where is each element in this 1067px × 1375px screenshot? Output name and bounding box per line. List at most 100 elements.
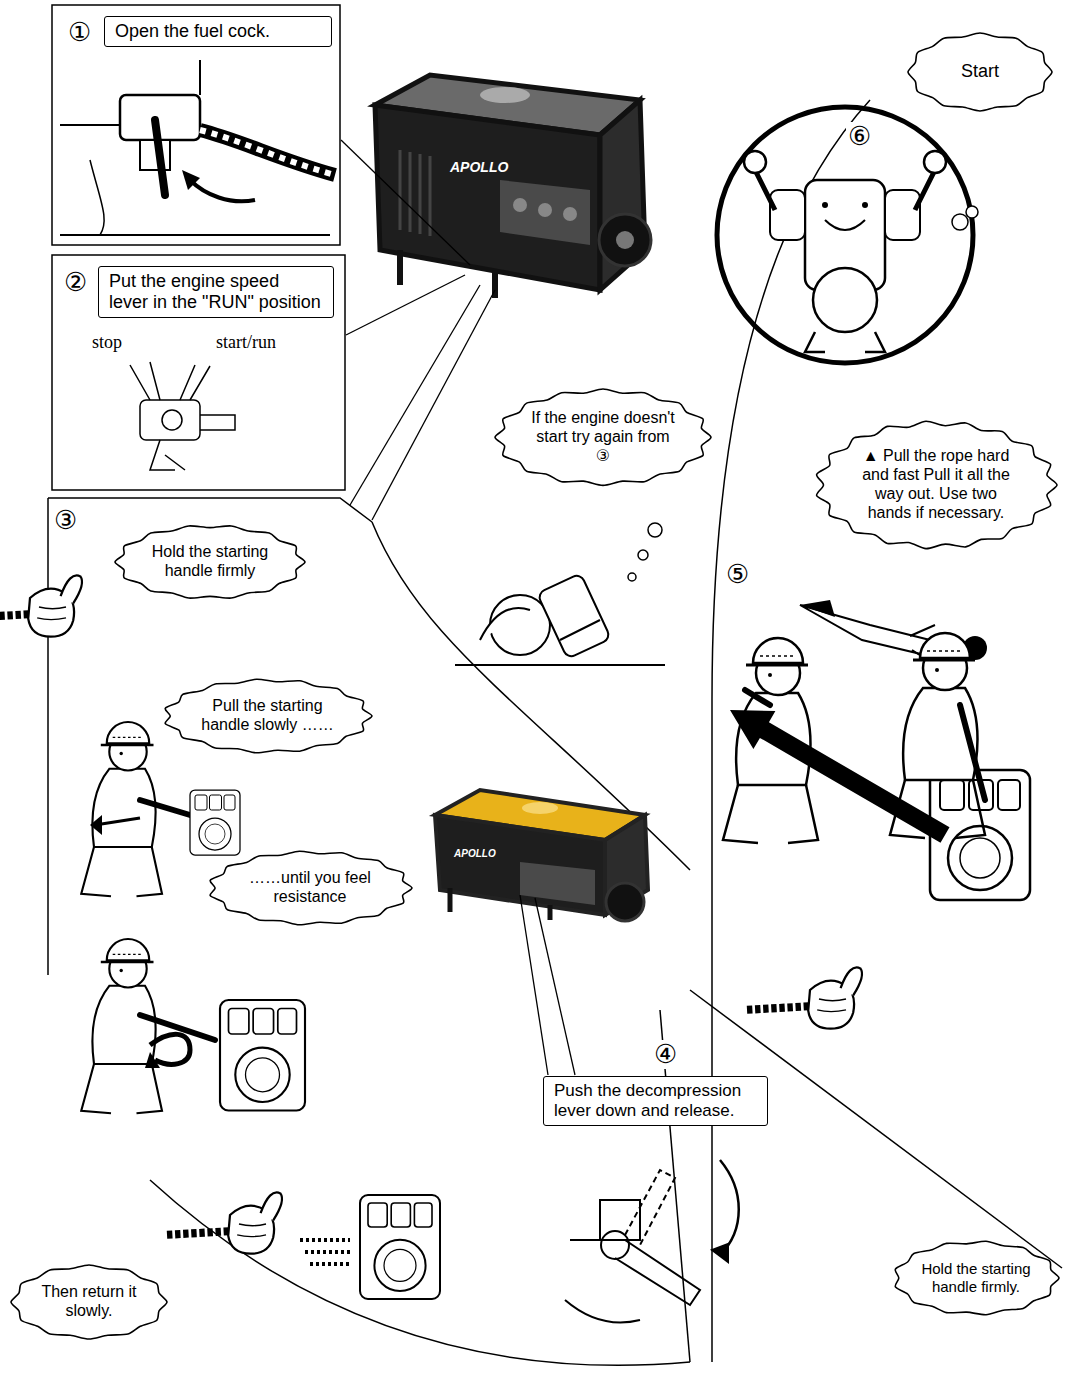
- speech-cloud: Start: [905, 30, 1055, 114]
- start-mascot: [822, 202, 828, 208]
- decompression-lever: [720, 1160, 739, 1255]
- resting-engine: [455, 664, 665, 666]
- engine-drawing: [220, 1000, 305, 1111]
- panel-frame: [48, 5, 1062, 1365]
- leader-line: [372, 290, 495, 520]
- fuel-cock-drawing: [182, 170, 200, 190]
- callout-number: ①: [66, 18, 93, 47]
- callout-number: ②: [62, 268, 89, 297]
- brand-mark: APOLLO: [448, 160, 510, 175]
- instruction-box: Put the engine speed lever in the "RUN" …: [98, 266, 334, 318]
- generator-photo: [599, 214, 651, 266]
- start-mascot: [862, 202, 868, 208]
- leader-line: [520, 895, 548, 1075]
- speech-cloud: Then return it slowly.: [8, 1262, 170, 1342]
- brand-mark: APOLLO: [452, 848, 498, 859]
- cloud-outline: [908, 33, 1052, 111]
- panel-frame: [150, 1180, 690, 1365]
- generator-photo: [606, 883, 644, 921]
- leader-line: [350, 285, 480, 505]
- thought-bubble: [628, 523, 662, 581]
- start-mascot: [813, 268, 877, 332]
- speed-lever-drawing: [200, 415, 235, 430]
- cloud-outline: [495, 389, 711, 485]
- thought-bubble: [648, 523, 662, 537]
- lever-position: start/run: [214, 333, 278, 353]
- resting-engine: [455, 573, 665, 665]
- decompression-lever: [712, 1244, 728, 1262]
- cloud-outline: [210, 851, 412, 925]
- generator-photo: [375, 105, 600, 290]
- instruction-box: Open the fuel cock.: [104, 16, 332, 47]
- speech-cloud: Hold the starting handle firmly: [112, 522, 308, 602]
- speech-cloud: Hold the starting handle firmly.: [890, 1238, 1062, 1318]
- start-mascot: [755, 170, 935, 210]
- fuel-cock-drawing: [155, 120, 165, 195]
- resting-engine: [480, 608, 600, 640]
- engine-drawing: [190, 790, 440, 1299]
- generator-photo: [400, 250, 495, 298]
- fuel-cock-drawing: [190, 180, 255, 201]
- cloud-text: Hold the starting handle firmly: [143, 543, 276, 581]
- speech-cloud: Pull the starting handle slowly ……: [160, 676, 375, 756]
- generator-photo: [522, 802, 558, 814]
- generator-photo: [520, 862, 595, 905]
- cloud-outline: [115, 526, 305, 598]
- panel-frame: [52, 255, 345, 490]
- starting-handle: [747, 967, 862, 1028]
- cloud-text: Then return it slowly.: [34, 1283, 144, 1321]
- panel-frame: [47, 498, 49, 975]
- resting-engine: [537, 573, 611, 659]
- generator-photo: [513, 198, 527, 212]
- instruction-text: Put the engine speed lever in the "RUN" …: [109, 271, 323, 313]
- cloud-outline: [11, 1265, 167, 1339]
- cloud-text: Start: [929, 61, 1031, 82]
- generator-photo: [500, 180, 590, 245]
- fuel-cock-drawing: [200, 130, 335, 175]
- start-mascot: [952, 214, 968, 230]
- cloud-text-block: ▲ Pull the rope hard and fast Pull it al…: [852, 447, 1021, 523]
- instruction-text: Push the decompression lever down and re…: [554, 1081, 757, 1121]
- decompression-lever: [565, 1300, 640, 1323]
- leader-line: [346, 275, 465, 335]
- worker-figure: [90, 815, 102, 835]
- cloud-text: Pull the starting handle slowly ……: [194, 697, 340, 735]
- worker-figure: [140, 800, 190, 815]
- speech-cloud: ……until you feel resistance: [205, 848, 415, 928]
- fuel-cock-drawing: [60, 60, 330, 235]
- generator-photo: [538, 203, 552, 217]
- worker-figure: [81, 939, 162, 1113]
- worker-figure: [81, 722, 215, 1113]
- cloud-outline: [817, 421, 1057, 548]
- worker-figure: [150, 1034, 190, 1064]
- start-mascot: [744, 151, 766, 173]
- fuel-cock-drawing: [200, 130, 335, 175]
- cloud-text-block: ……until you feel resistance: [239, 869, 382, 907]
- start-mascot: [717, 107, 978, 363]
- cloud-text-block: Hold the starting handle firmly.: [918, 1260, 1035, 1295]
- callout-number: ③: [52, 506, 79, 535]
- lever-position: stop: [90, 333, 124, 353]
- speed-lever-drawing: [140, 400, 200, 440]
- worker-figure: [723, 633, 1030, 900]
- cloud-text: If the engine doesn't start try again fr…: [528, 409, 679, 466]
- instruction-box: Push the decompression lever down and re…: [543, 1076, 768, 1126]
- cloud-text: Hold the starting handle firmly.: [918, 1260, 1035, 1295]
- starting-handle: [167, 1192, 282, 1253]
- speed-lever-drawing: [130, 362, 235, 470]
- decompression-lever: [601, 1231, 629, 1259]
- panel-frame: [690, 990, 1062, 1268]
- generator-photo: [563, 207, 577, 221]
- cloud-text-block: Then return it slowly.: [34, 1283, 144, 1321]
- callout-number: ⑤: [724, 560, 751, 589]
- decompression-lever: [565, 1160, 739, 1323]
- worker-figure: [145, 1052, 160, 1068]
- cloud-text-block: If the engine doesn't start try again fr…: [528, 409, 679, 466]
- instruction-text: Open the fuel cock.: [115, 21, 321, 42]
- speed-lever-drawing: [162, 410, 182, 430]
- start-mascot: [924, 151, 946, 173]
- panel-frame: [48, 498, 372, 522]
- cloud-text-block: Start: [929, 61, 1031, 82]
